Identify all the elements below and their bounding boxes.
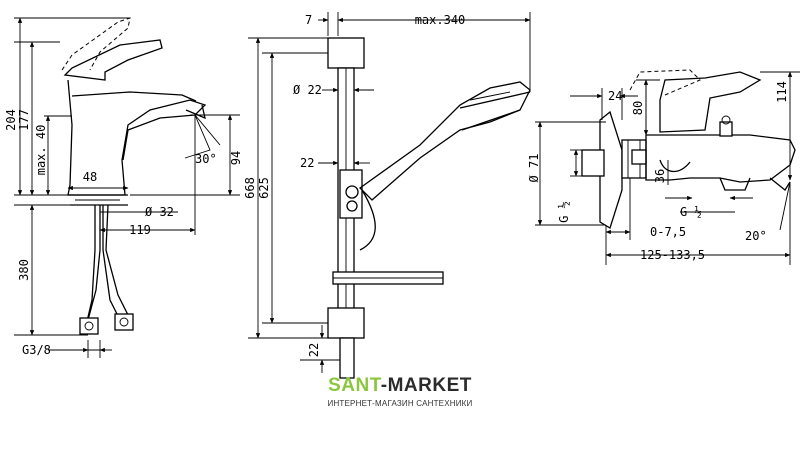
dim-7: 7 bbox=[305, 13, 312, 27]
brand-subtitle: ИНТЕРНЕТ-МАГАЗИН САНТЕХНИКИ bbox=[327, 399, 473, 408]
dim-diameter-32: Ø 32 bbox=[145, 205, 174, 219]
dim-177: 177 bbox=[17, 109, 31, 131]
dim-g-half-vertical: G ½ bbox=[557, 201, 571, 223]
dim-24: 24 bbox=[608, 89, 622, 103]
dim-380: 380 bbox=[17, 259, 31, 281]
dim-g38: G3/8 bbox=[22, 343, 51, 357]
dim-48: 48 bbox=[83, 170, 97, 184]
dim-119: 119 bbox=[129, 223, 151, 237]
dim-0-7-5: 0-7,5 bbox=[650, 225, 686, 239]
dim-max-40: max. 40 bbox=[34, 125, 48, 176]
dim-angle-30: 30° bbox=[195, 152, 217, 166]
dim-94: 94 bbox=[229, 151, 243, 165]
dim-114: 114 bbox=[775, 81, 789, 103]
dim-204: 204 bbox=[4, 109, 18, 131]
brand-name: SANT-MARKET bbox=[300, 375, 500, 397]
dim-22: 22 bbox=[300, 156, 314, 170]
dim-angle-20: 20° bbox=[745, 229, 767, 243]
brand-logo: SANT-MARKET ИНТЕРНЕТ-МАГАЗИН САНТЕХНИКИ bbox=[300, 375, 500, 408]
shower-set-drawing: 7 max.340 Ø 22 668 625 22 22 bbox=[243, 12, 531, 379]
brand-market: -MARKET bbox=[380, 375, 472, 396]
dim-125-133-5: 125-133,5 bbox=[640, 248, 705, 262]
dim-668: 668 bbox=[243, 177, 257, 199]
dim-625: 625 bbox=[257, 177, 271, 199]
dim-max-340: max.340 bbox=[415, 13, 466, 27]
dim-36: 36 bbox=[653, 169, 667, 183]
dim-diameter-71: Ø 71 bbox=[527, 154, 541, 183]
dim-diameter-22: Ø 22 bbox=[293, 83, 322, 97]
bath-mixer-drawing: 24 80 114 Ø 71 G ½ 36 G ½ 0-7,5 20° 125-… bbox=[527, 69, 800, 265]
dim-80: 80 bbox=[631, 101, 645, 115]
basin-mixer-drawing: 204 177 max. 40 48 Ø 32 119 380 G3/8 30°… bbox=[4, 17, 243, 358]
dim-g-half: G ½ bbox=[680, 205, 702, 219]
dim-22-bottom: 22 bbox=[307, 343, 321, 357]
brand-sant: SANT bbox=[328, 375, 381, 396]
